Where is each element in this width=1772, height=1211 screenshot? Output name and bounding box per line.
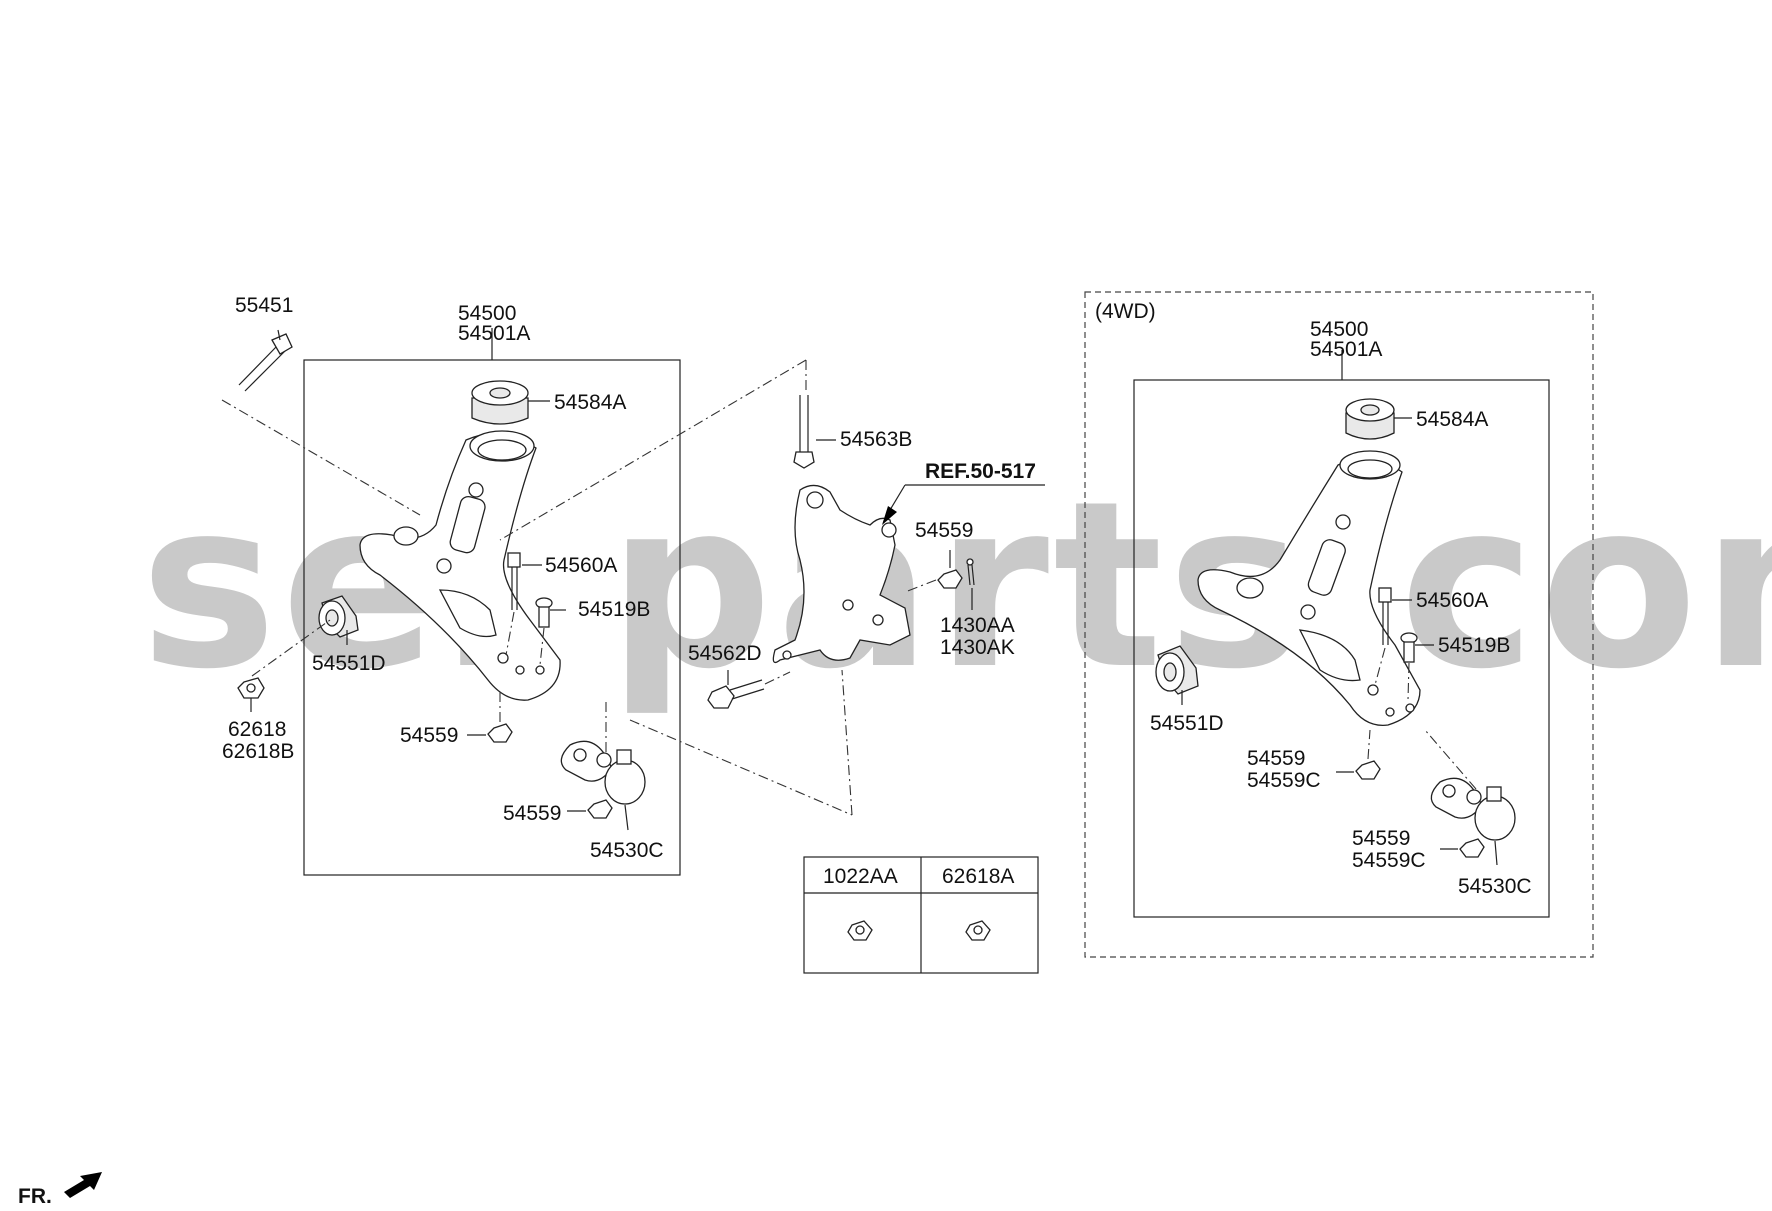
label-1430aa: 1430AA	[940, 614, 1015, 637]
bolt-54519b-right-icon	[1400, 632, 1418, 663]
label-54560a-left: 54560A	[545, 554, 617, 577]
label-54559c-right-1: 54559C	[1247, 769, 1321, 792]
label-54501a-left: 54501A	[458, 322, 530, 345]
nut-62618-icon	[237, 677, 265, 699]
control-arm-right-icon	[1197, 450, 1421, 726]
label-54559-right-1: 54559	[1247, 747, 1305, 770]
nut-54559-balljoint-right-icon	[1459, 838, 1485, 858]
label-54563b: 54563B	[840, 428, 912, 451]
direction-indicator: FR.	[18, 1172, 102, 1208]
label-62618b: 62618B	[222, 740, 294, 763]
label-55451: 55451	[235, 294, 293, 317]
bolt-55451-icon	[238, 333, 293, 392]
table-header-62618a: 62618A	[942, 865, 1014, 888]
label-54559-knuckle: 54559	[915, 519, 973, 542]
front-arrow-icon	[64, 1172, 102, 1198]
nut-54559-knuckle-icon	[937, 569, 963, 589]
left-assembly: 55451 54500 54501A 54584A 54563B 54560A …	[221, 294, 912, 876]
fr-label: FR.	[18, 1185, 52, 1208]
label-54551d-left: 54551D	[312, 652, 386, 675]
bolt-54560a-right-icon	[1378, 587, 1392, 645]
nut-62618a-icon	[965, 920, 991, 941]
label-54560a-right: 54560A	[1416, 589, 1488, 612]
nut-54559-arm-right-icon	[1355, 760, 1381, 780]
label-54559c-right-2: 54559C	[1352, 849, 1426, 872]
label-54562d: 54562D	[688, 642, 762, 665]
nut-54559-balljoint-icon	[587, 799, 613, 819]
bushing-54551d-right-icon	[1155, 645, 1199, 695]
label-54530c-right: 54530C	[1458, 875, 1532, 898]
label-54559-balljoint: 54559	[503, 802, 561, 825]
nut-54559-arm-icon	[487, 723, 513, 743]
label-54584a-right: 54584A	[1416, 408, 1488, 431]
label-54530c-left: 54530C	[590, 839, 664, 862]
bushing-54551d-icon	[318, 595, 359, 638]
label-54519b-right: 54519B	[1438, 634, 1510, 657]
table-header-1022aa: 1022AA	[823, 865, 898, 888]
bolt-54560a-icon	[507, 552, 521, 610]
ref-label[interactable]: REF.50-517	[925, 460, 1036, 483]
ball-joint-54530c-right-icon	[1430, 777, 1516, 841]
label-54551d-right: 54551D	[1150, 712, 1224, 735]
bushing-54584a-right-icon	[1345, 398, 1395, 440]
label-54500-left: 54500	[458, 302, 516, 325]
label-54500-right: 54500	[1310, 318, 1368, 341]
right-assembly-4wd: (4WD)	[1084, 291, 1594, 958]
cotter-pin-icon	[966, 558, 975, 586]
right-assembly-dashed-frame	[1084, 291, 1594, 958]
bolt-54562d-icon	[707, 679, 765, 709]
label-54519b-left: 54519B	[578, 598, 650, 621]
knuckle-group: REF.50-517 54559 1430AA 1430AK 54562D	[499, 359, 1045, 816]
nut-1022aa-icon	[847, 920, 873, 941]
bushing-54584a-icon	[471, 380, 529, 425]
bolt-54519b-icon	[535, 597, 553, 628]
label-62618: 62618	[228, 718, 286, 741]
hardware-table: 1022AA 62618A	[803, 856, 1039, 974]
ball-joint-54530c-icon	[560, 740, 646, 805]
label-1430ak: 1430AK	[940, 636, 1015, 659]
bolt-54563b-icon	[793, 395, 815, 469]
title-4wd: (4WD)	[1095, 300, 1156, 323]
label-54559-right-2: 54559	[1352, 827, 1410, 850]
label-54584a-left: 54584A	[554, 391, 626, 414]
label-54501a-right: 54501A	[1310, 338, 1382, 361]
label-54559-arm: 54559	[400, 724, 458, 747]
